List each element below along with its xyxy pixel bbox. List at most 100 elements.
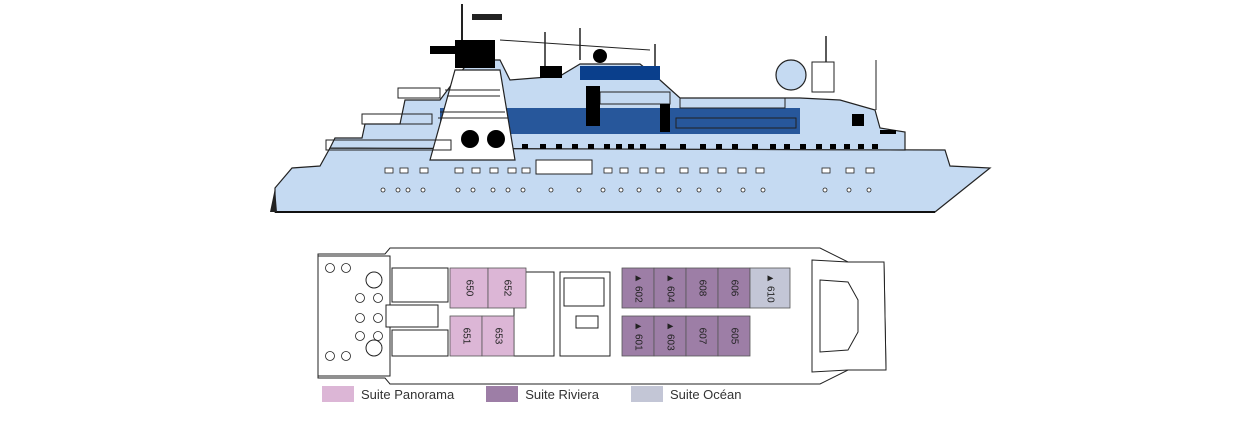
ship-window <box>616 144 622 149</box>
ship-porthole <box>380 187 386 193</box>
ship-porthole <box>405 187 411 193</box>
ship-porthole <box>866 187 872 193</box>
cabin-606[interactable]: 606 <box>717 267 751 309</box>
ship-window <box>604 144 610 149</box>
spiral-stair-icon <box>365 339 383 357</box>
ship-window <box>489 167 499 174</box>
ship-window <box>628 144 634 149</box>
ship-window <box>399 167 409 174</box>
cabin-box[interactable] <box>653 267 687 309</box>
cabin-number: 606 <box>728 280 739 297</box>
ship-window <box>770 144 776 149</box>
ship-window <box>419 167 429 174</box>
ship-window <box>800 144 806 149</box>
ship-porthole <box>656 187 662 193</box>
ship-window <box>732 144 738 149</box>
legend-label: Suite Panorama <box>361 386 455 402</box>
legend-swatch <box>630 386 663 402</box>
cabin-652[interactable]: 652 <box>487 267 527 309</box>
ship-window <box>716 144 722 149</box>
ship-window <box>872 144 878 149</box>
ship-windows <box>380 144 878 193</box>
ship-profile <box>270 4 992 213</box>
cabin-box[interactable] <box>717 315 751 357</box>
ship-window <box>540 144 546 149</box>
cabin-number: ▲ 602 <box>632 273 643 303</box>
ship-window <box>384 167 394 174</box>
cabin-number: ▲ 601 <box>632 321 643 351</box>
cabin-608[interactable]: 608 <box>685 267 719 309</box>
ship-window <box>522 144 528 149</box>
legend-item-ocean: Suite Océan <box>630 386 742 402</box>
cabin-number: 607 <box>696 328 707 345</box>
ship-window <box>830 144 836 149</box>
deck-chair <box>325 263 335 273</box>
ship-window <box>821 167 831 174</box>
legend-label: Suite Océan <box>669 386 742 402</box>
deck-chair <box>373 293 383 303</box>
cabin-number: 651 <box>460 328 471 345</box>
cabin-650[interactable]: 650 <box>449 267 489 309</box>
cabin-651[interactable]: 651 <box>449 315 483 357</box>
cabin-601[interactable]: ▲ 601 <box>621 315 655 357</box>
ship-porthole <box>548 187 554 193</box>
ship-porthole <box>395 187 401 193</box>
deck-chair <box>355 313 365 323</box>
cabin-box[interactable] <box>717 267 751 309</box>
cabin-box[interactable] <box>749 267 791 309</box>
cabin-number: 605 <box>728 328 739 345</box>
cabin-602[interactable]: ▲ 602 <box>621 267 655 309</box>
ship-window <box>858 144 864 149</box>
legend-label: Suite Riviera <box>525 386 599 402</box>
cabin-604[interactable]: ▲ 604 <box>653 267 687 309</box>
deck-chair <box>373 313 383 323</box>
deck-chair <box>341 263 351 273</box>
cabin-number: ▲ 603 <box>664 321 675 351</box>
deck-chair <box>341 351 351 361</box>
legend-item-panorama: Suite Panorama <box>322 386 454 402</box>
ship-window <box>717 167 727 174</box>
cabin-box[interactable] <box>481 315 515 357</box>
cabin-610[interactable]: ▲ 610 <box>749 267 791 309</box>
ship-porthole <box>520 187 526 193</box>
cabin-box[interactable] <box>685 315 719 357</box>
spiral-stair-icon <box>365 271 383 289</box>
cabin-box[interactable] <box>653 315 687 357</box>
cabin-607[interactable]: 607 <box>685 315 719 357</box>
ship-window <box>588 144 594 149</box>
ship-porthole <box>760 187 766 193</box>
cabin-number: ▲ 610 <box>764 273 775 303</box>
cabin-box[interactable] <box>621 315 655 357</box>
cabin-box[interactable] <box>449 315 483 357</box>
ship-window <box>556 144 562 149</box>
deck-chair <box>355 293 365 303</box>
cabin-box[interactable] <box>621 267 655 309</box>
cabin-box[interactable] <box>449 267 489 309</box>
cabin-605[interactable]: 605 <box>717 315 751 357</box>
ship-window <box>639 167 649 174</box>
ship-porthole <box>716 187 722 193</box>
cabin-603[interactable]: ▲ 603 <box>653 315 687 357</box>
ship-window <box>844 144 850 149</box>
ship-window <box>865 167 875 174</box>
ship-window <box>619 167 629 174</box>
ship-window <box>699 167 709 174</box>
ship-porthole <box>618 187 624 193</box>
cabin-number: ▲ 604 <box>664 273 675 303</box>
ship-window <box>660 144 666 149</box>
ship-porthole <box>576 187 582 193</box>
ship-window <box>679 167 689 174</box>
ship-porthole <box>420 187 426 193</box>
ship-window <box>572 144 578 149</box>
ship-window <box>454 167 464 174</box>
ship-window <box>655 167 665 174</box>
ship-window <box>752 144 758 149</box>
deck-chair <box>355 331 365 341</box>
cabin-box[interactable] <box>685 267 719 309</box>
ship-window <box>845 167 855 174</box>
ship-porthole <box>846 187 852 193</box>
cabin-653[interactable]: 653 <box>481 315 515 357</box>
cabin-box[interactable] <box>487 267 527 309</box>
ship-window <box>471 167 481 174</box>
